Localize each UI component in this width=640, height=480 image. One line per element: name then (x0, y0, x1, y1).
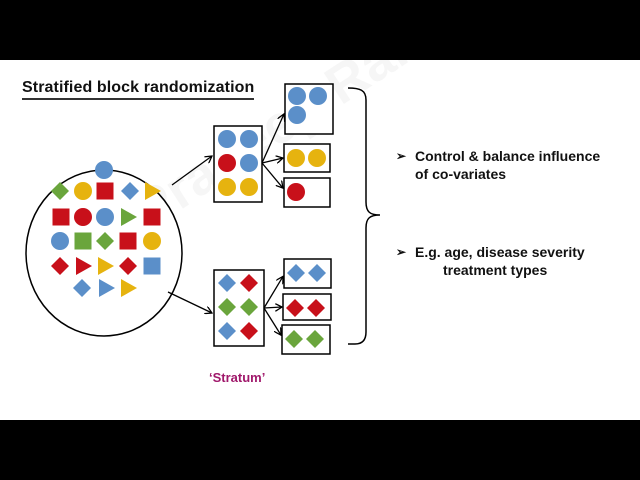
arrowhead-bullet-icon: ➢ (396, 149, 407, 163)
blue-circle (240, 130, 258, 148)
yellow-circle (143, 232, 161, 250)
red-diamond (240, 322, 258, 340)
yellow-circle (74, 182, 92, 200)
blue-diamond (121, 182, 139, 200)
blue-circle (96, 208, 114, 226)
arrow-to-block (261, 158, 283, 164)
arrow-to-stratum-1 (171, 156, 212, 186)
block-1 (284, 83, 334, 135)
red-diamond (240, 274, 258, 292)
green-diamond (240, 298, 258, 316)
green-square (74, 232, 92, 250)
green-triangle (121, 208, 137, 226)
randomization-diagram (25, 83, 381, 355)
yellow-circle (218, 178, 236, 196)
slide-title: Stratified block randomization (22, 78, 255, 100)
green-diamond (285, 330, 303, 348)
blue-circle (288, 87, 306, 105)
green-diamond (51, 182, 69, 200)
green-diamond (306, 330, 324, 348)
bullet-examples: ➢ E.g. age, disease severity treatment t… (396, 243, 585, 279)
blue-circle (218, 130, 236, 148)
red-diamond (286, 299, 304, 317)
yellow-triangle (145, 182, 161, 200)
blue-diamond (218, 274, 236, 292)
block-2 (282, 293, 332, 321)
bullet-line: E.g. age, disease severity (415, 244, 585, 260)
blue-circle (51, 232, 69, 250)
block-2 (283, 143, 331, 173)
green-diamond (96, 232, 114, 250)
red-circle (287, 183, 305, 201)
yellow-circle (308, 149, 326, 167)
blue-circle (240, 154, 258, 172)
yellow-triangle (98, 257, 114, 275)
blue-circle (309, 87, 327, 105)
yellow-circle (240, 178, 258, 196)
arrowhead-bullet-icon: ➢ (396, 245, 407, 259)
red-circle (74, 208, 92, 226)
blue-diamond (287, 264, 305, 282)
arrow-to-stratum-2 (167, 291, 212, 313)
block-1 (283, 258, 332, 289)
arrow-to-block (263, 307, 282, 308)
red-triangle (76, 257, 92, 275)
diamonds-stratum (213, 258, 332, 355)
arrow-to-block (261, 114, 284, 164)
curly-brace (347, 87, 381, 345)
red-diamond (307, 299, 325, 317)
red-square (52, 208, 70, 226)
red-diamond (51, 257, 69, 275)
red-diamond (119, 257, 137, 275)
red-square (96, 182, 114, 200)
blue-circle (95, 161, 113, 179)
blue-triangle (99, 279, 115, 297)
block-box (283, 258, 332, 289)
blue-circle (288, 106, 306, 124)
bullet-covariates: ➢ Control & balance influence of co-vari… (396, 147, 600, 183)
arrow-to-block (263, 276, 283, 309)
red-square (143, 208, 161, 226)
green-diamond (218, 298, 236, 316)
arrow-to-block (263, 307, 281, 335)
slide: Dr Pradeep Rangappa Stratified block ran… (0, 60, 640, 420)
blue-diamond (218, 322, 236, 340)
arrow-to-block (261, 162, 283, 188)
block-3 (283, 177, 331, 208)
blue-diamond (308, 264, 326, 282)
bullet-line: of co-variates (415, 166, 507, 182)
bullet-line: treatment types (443, 262, 548, 278)
yellow-triangle (121, 279, 137, 297)
circles-stratum (213, 83, 334, 208)
block-3 (281, 324, 331, 355)
blue-diamond (73, 279, 91, 297)
yellow-circle (287, 149, 305, 167)
stratum-label: ‘Stratum’ (209, 370, 266, 385)
bullet-line: Control & balance influence (415, 148, 601, 164)
red-circle (218, 154, 236, 172)
blue-square (143, 257, 161, 275)
red-square (119, 232, 137, 250)
